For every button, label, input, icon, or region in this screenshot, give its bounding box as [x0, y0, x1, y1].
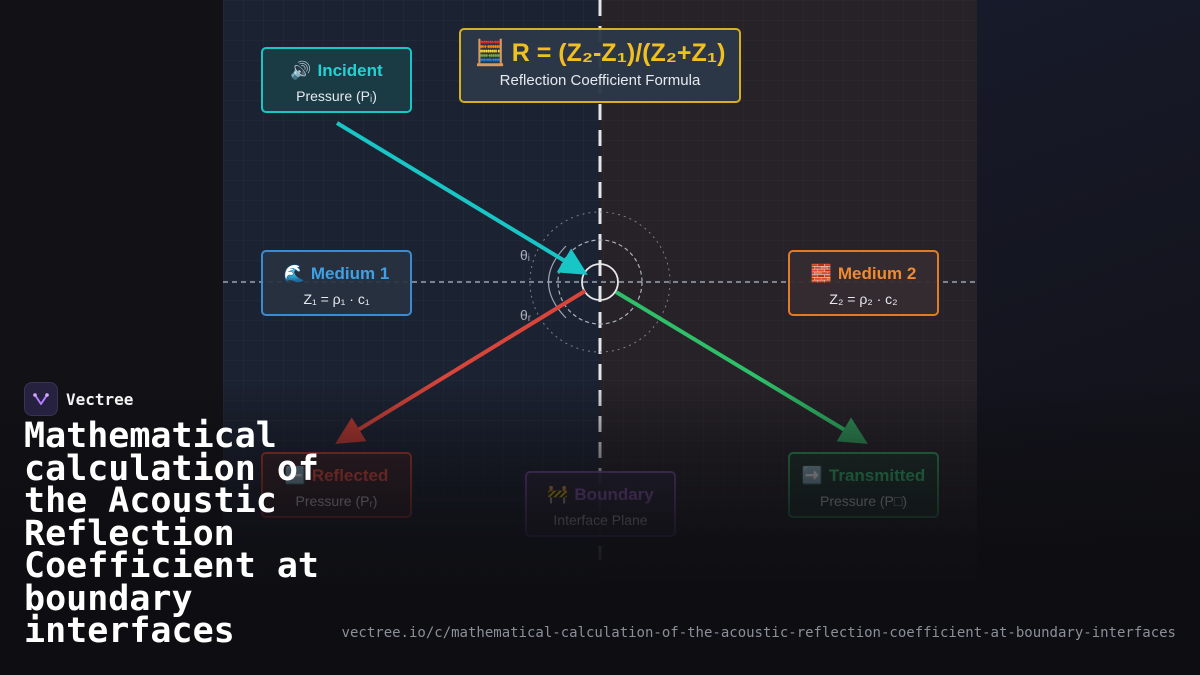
transmitted-title-text: Transmitted [828, 466, 926, 485]
page-url[interactable]: vectree.io/c/mathematical-calculation-of… [341, 625, 1176, 641]
abacus-icon: 🧮 [474, 39, 506, 67]
formula-subtitle: Reflection Coefficient Formula [499, 72, 701, 89]
formula-title: 🧮R = (Z₂-Z₁)/(Z₂+Z₁) [461, 39, 739, 68]
incident-title: 🔊 Incident [263, 61, 410, 81]
medium1-title-text: Medium 1 [310, 264, 390, 283]
transmitted-card: ➡️ Transmitted Pressure (P□) [788, 452, 939, 518]
incident-angle-label: θᵢ [520, 247, 530, 263]
medium1-card: 🌊 Medium 1 Z₁ = ρ₁ · c₁ [261, 250, 412, 316]
vectree-logo-icon [24, 382, 58, 416]
formula-card: 🧮R = (Z₂-Z₁)/(Z₂+Z₁) Reflection Coeffici… [459, 28, 741, 103]
medium2-title: 🧱 Medium 2 [790, 264, 937, 284]
medium1-title: 🌊 Medium 1 [263, 264, 410, 284]
vectree-logo-mark [33, 393, 49, 405]
right-arrow-icon: ➡️ [801, 466, 823, 485]
incident-card: 🔊 Incident Pressure (Pᵢ) [261, 47, 412, 113]
barrier-icon: 🚧 [547, 485, 569, 504]
boundary-title-text: Boundary [574, 485, 654, 504]
wave-icon: 🌊 [283, 264, 305, 283]
brand[interactable]: Vectree [24, 382, 133, 416]
reflected-angle-label: θᵣ [520, 307, 532, 323]
right-background [977, 0, 1200, 675]
medium2-card: 🧱 Medium 2 Z₂ = ρ₂ · c₂ [788, 250, 939, 316]
medium1-impedance: Z₁ = ρ₁ · c₁ [303, 291, 370, 307]
transmitted-title: ➡️ Transmitted [790, 466, 937, 486]
boundary-card: 🚧 Boundary Interface Plane [525, 471, 676, 537]
boundary-subtitle: Interface Plane [553, 512, 648, 528]
page-title: Mathematical calculation of the Acoustic… [24, 416, 320, 651]
speaker-icon: 🔊 [290, 61, 312, 80]
incident-title-text: Incident [317, 61, 383, 80]
medium2-impedance: Z₂ = ρ₂ · c₂ [829, 291, 898, 307]
boundary-title: 🚧 Boundary [527, 485, 674, 505]
formula-text: R = (Z₂-Z₁)/(Z₂+Z₁) [511, 39, 726, 67]
medium2-title-text: Medium 2 [837, 264, 917, 283]
transmitted-subtitle: Pressure (P□) [819, 493, 908, 509]
brand-name: Vectree [66, 389, 134, 409]
brick-icon: 🧱 [810, 264, 832, 283]
incident-subtitle: Pressure (Pᵢ) [296, 88, 377, 104]
